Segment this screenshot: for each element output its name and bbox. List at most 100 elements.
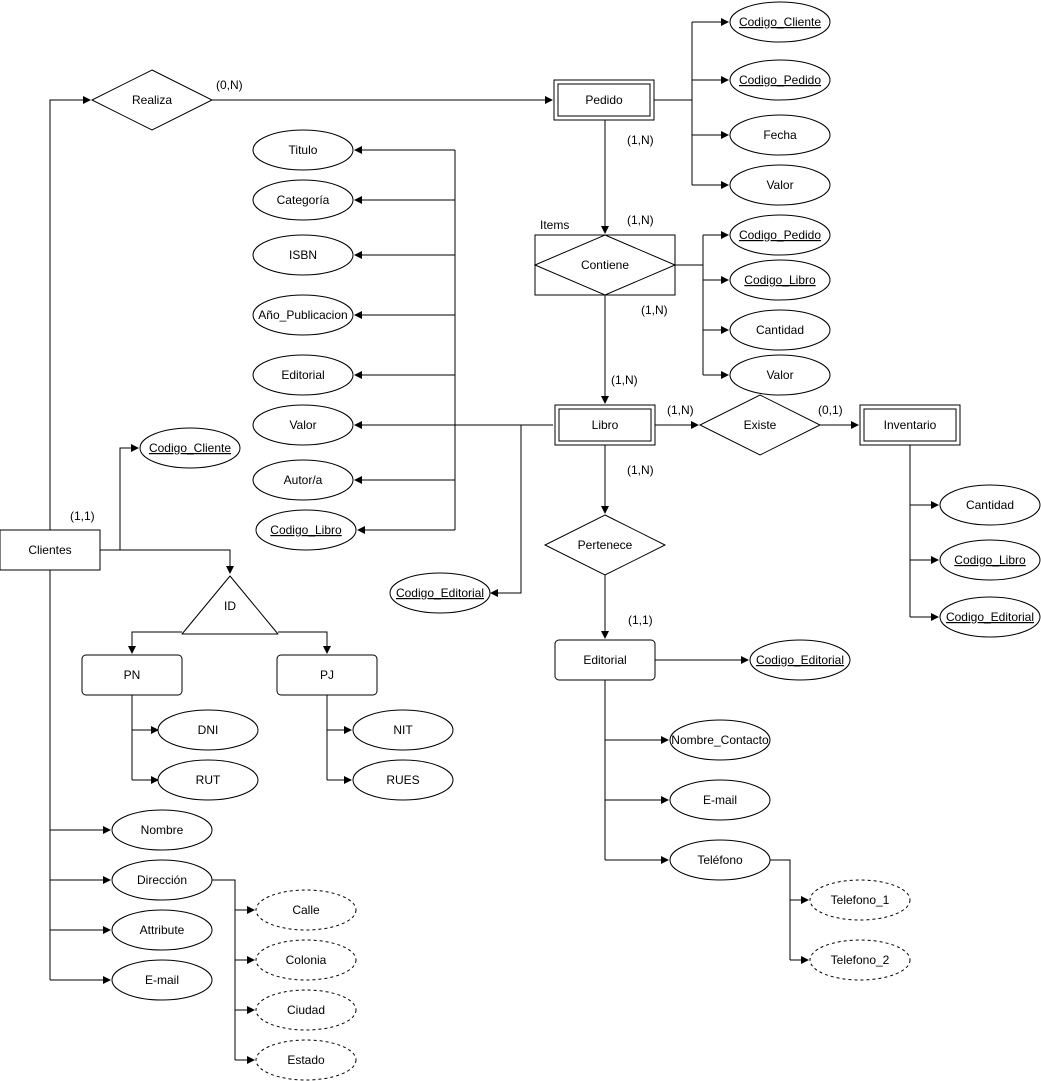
attribute-libro-codigo-libro[interactable]: Codigo_Libro <box>255 509 357 551</box>
attribute-pedido-codigo-pedido[interactable]: Codigo_Pedido <box>729 59 831 101</box>
attribute-contiene-codigo-libro[interactable]: Codigo_Libro <box>729 259 831 301</box>
attribute-pedido-codigo-cliente[interactable]: Codigo_Cliente <box>729 1 831 43</box>
attribute-editorial-nombre-contacto[interactable]: Nombre_Contacto <box>669 719 771 761</box>
attribute-label: Autor/a <box>284 473 323 487</box>
cardinality-contiene-top: (1,N) <box>627 213 654 227</box>
entity-clientes[interactable]: Clientes <box>0 529 101 571</box>
attribute-clientes-direccion[interactable]: Dirección <box>111 859 213 901</box>
attribute-libro-editorial[interactable]: Editorial <box>252 354 354 396</box>
attribute-label: ISBN <box>289 248 317 262</box>
attribute-label: Codigo_Editorial <box>756 653 844 667</box>
attribute-editorial-codigo-editorial[interactable]: Codigo_Editorial <box>749 639 851 681</box>
specialization-id[interactable]: ID <box>181 575 279 635</box>
attribute-pj-rues[interactable]: RUES <box>352 759 454 801</box>
entity-pn[interactable]: PN <box>81 654 183 696</box>
attribute-label: Fecha <box>763 128 797 142</box>
attribute-libro-valor[interactable]: Valor <box>252 404 354 446</box>
attribute-label: Editorial <box>281 368 324 382</box>
cardinality-pertenece-editorial: (1,1) <box>628 613 653 627</box>
attribute-direccion-calle[interactable]: Calle <box>255 889 357 931</box>
attribute-contiene-cantidad[interactable]: Cantidad <box>729 309 831 351</box>
relationship-contiene[interactable]: Contiene <box>533 234 677 296</box>
attribute-clientes-codigo-cliente[interactable]: Codigo_Cliente <box>139 427 241 469</box>
attribute-libro-codigo-editorial[interactable]: Codigo_Editorial <box>389 572 491 614</box>
cardinality-libro-top: (1,N) <box>611 373 638 387</box>
entity-libro-label: Libro <box>592 418 619 432</box>
relationship-realiza-label: Realiza <box>132 93 172 107</box>
attribute-label: Teléfono <box>697 853 743 867</box>
attribute-libro-titulo[interactable]: Titulo <box>252 129 354 171</box>
attribute-label: Cantidad <box>966 498 1014 512</box>
attribute-label: Codigo_Cliente <box>739 15 821 29</box>
entity-clientes-label: Clientes <box>28 543 71 557</box>
entity-pedido[interactable]: Pedido <box>553 79 655 121</box>
attribute-label: Codigo_Pedido <box>739 228 821 242</box>
entity-editorial-label: Editorial <box>583 653 626 667</box>
attribute-clientes-attribute[interactable]: Attribute <box>111 909 213 951</box>
edge-libro-attributes <box>454 150 553 530</box>
attribute-label: Titulo <box>289 143 318 157</box>
entity-editorial[interactable]: Editorial <box>554 639 656 681</box>
entity-inventario-label: Inventario <box>884 418 937 432</box>
edge-libro-codigo-editorial <box>490 425 522 597</box>
attribute-libro-anio-publicacion[interactable]: Año_Publicacion <box>252 294 354 336</box>
attribute-direccion-estado[interactable]: Estado <box>255 1039 357 1081</box>
attribute-clientes-email[interactable]: E-mail <box>111 959 213 1001</box>
relationship-realiza[interactable]: Realiza <box>90 69 214 131</box>
attribute-label: Colonia <box>286 953 327 967</box>
attribute-libro-isbn[interactable]: ISBN <box>252 234 354 276</box>
attribute-pn-dni[interactable]: DNI <box>157 709 259 751</box>
entity-pj-label: PJ <box>320 668 334 682</box>
attribute-label: Nombre_Contacto <box>671 733 769 747</box>
attribute-label: Codigo_Editorial <box>396 586 484 600</box>
attribute-label: DNI <box>198 723 219 737</box>
attribute-telefono-2[interactable]: Telefono_2 <box>809 939 911 981</box>
attribute-label: Valor <box>766 178 793 192</box>
attribute-clientes-nombre[interactable]: Nombre <box>111 809 213 851</box>
attribute-pj-nit[interactable]: NIT <box>352 709 454 751</box>
edge-id-pj <box>278 631 331 654</box>
entity-pn-label: PN <box>124 668 141 682</box>
attribute-label: Codigo_Cliente <box>149 441 231 455</box>
attribute-contiene-valor[interactable]: Valor <box>729 354 831 396</box>
attribute-direccion-ciudad[interactable]: Ciudad <box>255 989 357 1031</box>
entity-pj[interactable]: PJ <box>276 654 378 696</box>
attribute-inventario-codigo-editorial[interactable]: Codigo_Editorial <box>939 596 1041 638</box>
label-items: Items <box>540 218 569 232</box>
attribute-editorial-telefono[interactable]: Teléfono <box>669 839 771 881</box>
attribute-label: Codigo_Libro <box>270 523 342 537</box>
attribute-pn-rut[interactable]: RUT <box>157 759 259 801</box>
attribute-label: Valor <box>289 418 316 432</box>
attribute-label: Codigo_Editorial <box>946 610 1034 624</box>
cardinality-pedido-contiene: (1,N) <box>627 133 654 147</box>
attribute-inventario-codigo-libro[interactable]: Codigo_Libro <box>939 539 1041 581</box>
relationship-existe-label: Existe <box>744 418 777 432</box>
relationship-pertenece[interactable]: Pertenece <box>543 514 667 576</box>
attribute-label: Telefono_2 <box>831 953 890 967</box>
attribute-pedido-fecha[interactable]: Fecha <box>729 114 831 156</box>
attribute-libro-categoria[interactable]: Categoría <box>252 179 354 221</box>
attribute-contiene-codigo-pedido[interactable]: Codigo_Pedido <box>729 214 831 256</box>
attribute-label: Nombre <box>141 823 184 837</box>
entity-inventario[interactable]: Inventario <box>859 404 961 446</box>
cardinality-libro-pertenece: (1,N) <box>627 463 654 477</box>
edge-pedido-attributes <box>654 22 693 185</box>
cardinality-contiene-bottom: (1,N) <box>641 303 668 317</box>
entity-libro[interactable]: Libro <box>554 404 656 446</box>
attribute-editorial-email[interactable]: E-mail <box>669 779 771 821</box>
attribute-inventario-cantidad[interactable]: Cantidad <box>939 484 1041 526</box>
attribute-libro-autor[interactable]: Autor/a <box>252 459 354 501</box>
entity-pedido-label: Pedido <box>585 93 623 107</box>
attribute-pedido-valor[interactable]: Valor <box>729 164 831 206</box>
attribute-label: Estado <box>287 1053 325 1067</box>
edge-direccion-bus <box>212 879 236 1060</box>
cardinality-existe-inventario: (0,1) <box>818 403 843 417</box>
attribute-direccion-colonia[interactable]: Colonia <box>255 939 357 981</box>
cardinality-clientes: (1,1) <box>70 509 95 523</box>
attribute-label: Año_Publicacion <box>258 308 347 322</box>
attribute-telefono-1[interactable]: Telefono_1 <box>809 879 911 921</box>
relationship-existe[interactable]: Existe <box>698 394 822 456</box>
cardinality-realiza-pedido: (0,N) <box>216 78 243 92</box>
attribute-label: RUT <box>196 773 221 787</box>
